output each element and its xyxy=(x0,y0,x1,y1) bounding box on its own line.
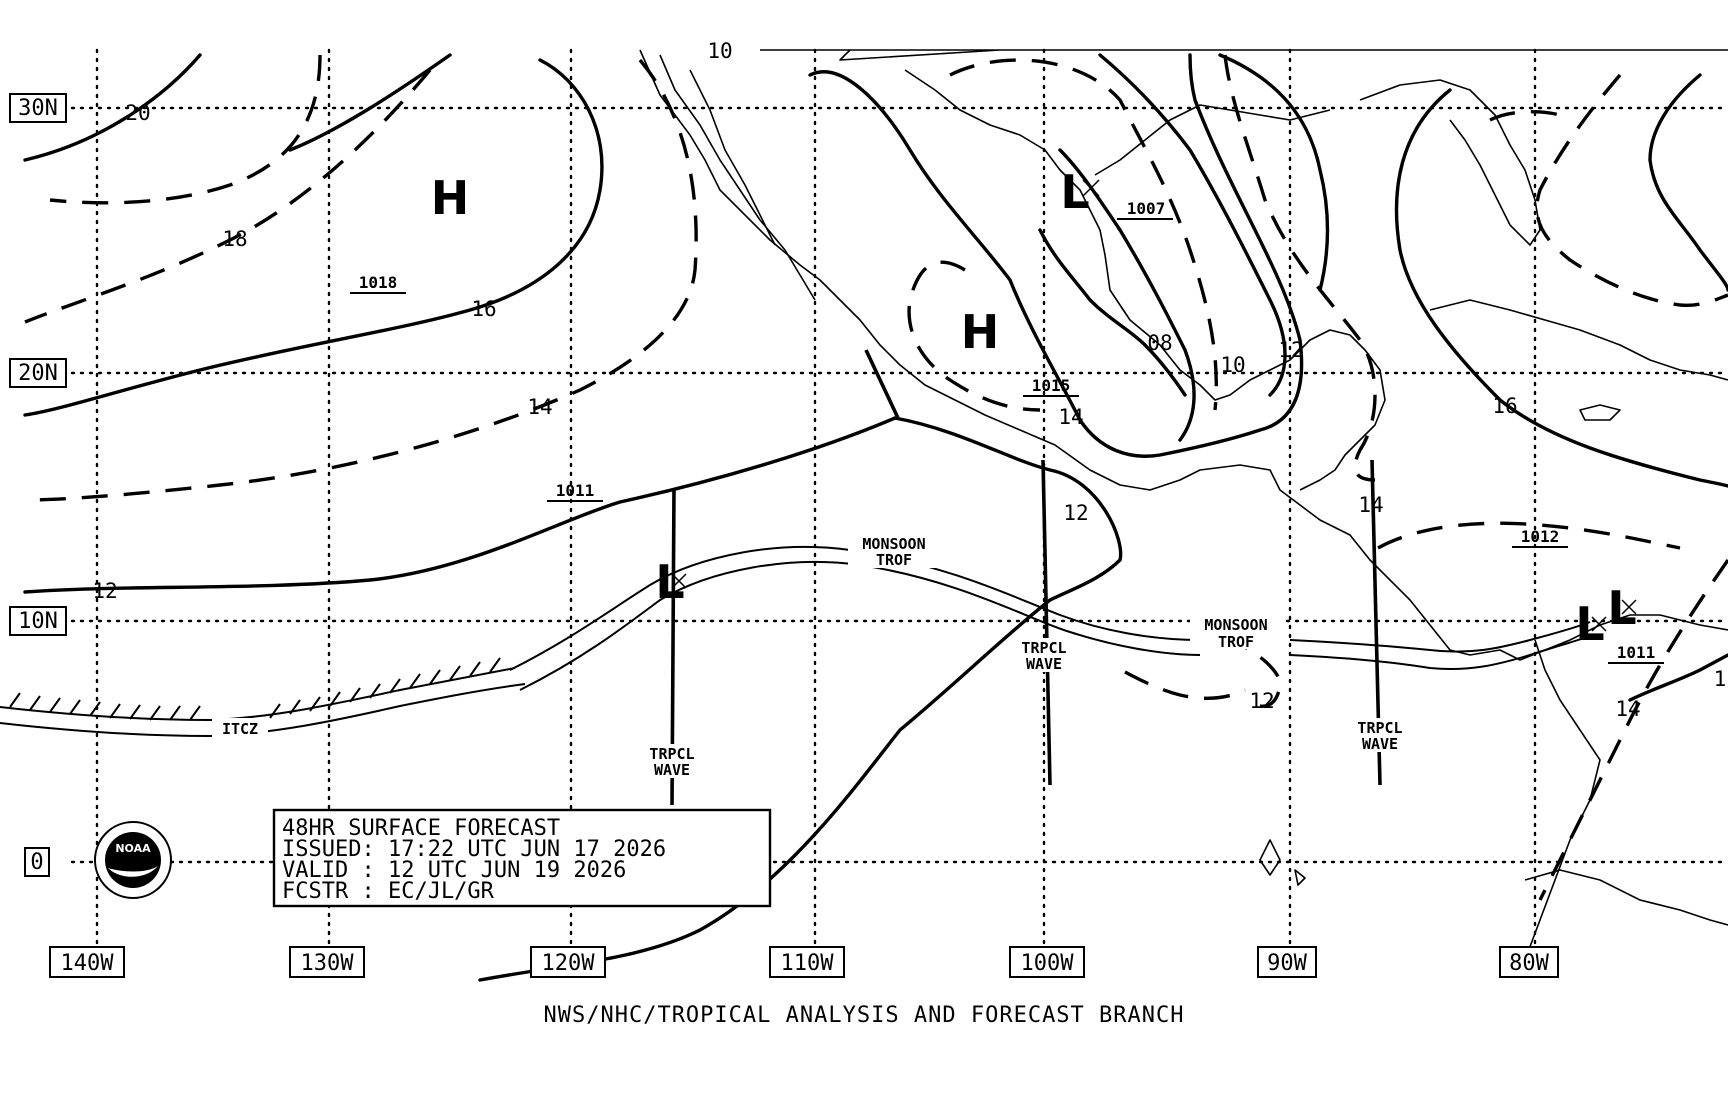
tropical-wave-label: TRPCL xyxy=(1357,719,1402,737)
monsoon-trof-label: MONSOON xyxy=(862,535,925,553)
forecast-title: 48HR SURFACE FORECAST xyxy=(282,816,560,841)
isobar-label: 16 xyxy=(471,297,496,321)
isobar-label: 10 xyxy=(707,39,732,63)
feature-labels: MONSOON TROF MONSOON TROF TRPCL WAVE TRP… xyxy=(212,535,1412,779)
pressure-value: 1011 xyxy=(1617,643,1656,662)
forecast-issued: ISSUED: 17:22 UTC JUN 17 2026 xyxy=(282,837,666,862)
latitude-grid xyxy=(70,106,1728,864)
coastlines xyxy=(639,49,1728,961)
itcz-label: ITCZ xyxy=(222,720,258,738)
tropical-wave-label: TRPCL xyxy=(1021,639,1066,657)
tropical-wave-label: WAVE xyxy=(1362,735,1398,753)
lat-label-20n: 20N xyxy=(18,361,58,386)
high-pressure-symbol: H xyxy=(431,171,470,225)
pressure-value: 1018 xyxy=(359,273,398,292)
isobar-label: 14 xyxy=(527,395,552,419)
monsoon-trof-label: TROF xyxy=(1218,633,1254,651)
isobar-label: 18 xyxy=(222,227,247,251)
isobar-label: 12 xyxy=(92,579,117,603)
low-pressure-symbol: L xyxy=(1575,597,1604,651)
lon-label-90w: 90W xyxy=(1267,951,1307,976)
lat-label-0: 0 xyxy=(30,850,43,875)
pressure-centers: H 1018 H 1015 L 1007 L 1011 L L 1011 101… xyxy=(350,165,1664,664)
forecast-info-box: 48HR SURFACE FORECAST ISSUED: 17:22 UTC … xyxy=(272,808,772,908)
footer-credit: NWS/NHC/TROPICAL ANALYSIS AND FORECAST B… xyxy=(543,1003,1184,1028)
monsoon-trof-label: TROF xyxy=(876,551,912,569)
isobar-label: 12 xyxy=(1278,338,1303,362)
isobar-label: 10 xyxy=(1220,353,1245,377)
low-pressure-symbol-secondary: L xyxy=(1607,581,1636,635)
pressure-value: 1015 xyxy=(1032,376,1071,395)
lat-label-30n: 30N xyxy=(18,96,58,121)
isobar-labels: 10 20 18 16 14 12 08 10 12 16 14 12 14 1… xyxy=(92,39,1726,721)
pressure-value: 1007 xyxy=(1127,199,1166,218)
pressure-value: 1012 xyxy=(1521,527,1560,546)
noaa-logo-text: NOAA xyxy=(115,842,151,855)
noaa-logo: NOAA xyxy=(94,821,172,899)
itcz xyxy=(0,657,526,738)
monsoon-trof-label: MONSOON xyxy=(1204,616,1267,634)
lon-label-110w: 110W xyxy=(781,951,835,976)
high-pressure-symbol: H xyxy=(961,305,1000,359)
tropical-wave-label: TRPCL xyxy=(649,745,694,763)
tropical-wave-label: WAVE xyxy=(654,761,690,779)
lon-label-80w: 80W xyxy=(1509,951,1549,976)
lon-label-140w: 140W xyxy=(61,951,115,976)
low-pressure-symbol: L xyxy=(1060,165,1089,219)
isobar-label: 14 xyxy=(1615,697,1640,721)
lon-label-100w: 100W xyxy=(1021,951,1075,976)
isobar-label: 12 xyxy=(1063,501,1088,525)
isobar-label: 14 xyxy=(1358,493,1383,517)
isobar-label: 20 xyxy=(125,101,150,125)
forecast-valid: VALID : 12 UTC JUN 19 2026 xyxy=(282,858,626,883)
lon-label-130w: 130W xyxy=(301,951,355,976)
tropical-wave-label: WAVE xyxy=(1026,655,1062,673)
lon-label-120w: 120W xyxy=(542,951,596,976)
pressure-value: 1011 xyxy=(556,481,595,500)
isobar-label: 1 xyxy=(1714,667,1727,691)
isobar-label: 16 xyxy=(1492,394,1517,418)
tropical-waves xyxy=(670,349,1382,806)
isobar-label: 14 xyxy=(1058,405,1083,429)
lat-label-10n: 10N xyxy=(18,609,58,634)
isobar-label: 12 xyxy=(1249,689,1274,713)
isobar-label: 08 xyxy=(1147,331,1172,355)
longitude-labels: 140W 130W 120W 110W 100W 90W 80W xyxy=(49,946,1559,978)
latitude-labels: 30N 20N 10N 0 xyxy=(9,93,67,877)
forecast-forecasters: FCSTR : EC/JL/GR xyxy=(282,879,495,904)
isobars xyxy=(23,53,1728,982)
